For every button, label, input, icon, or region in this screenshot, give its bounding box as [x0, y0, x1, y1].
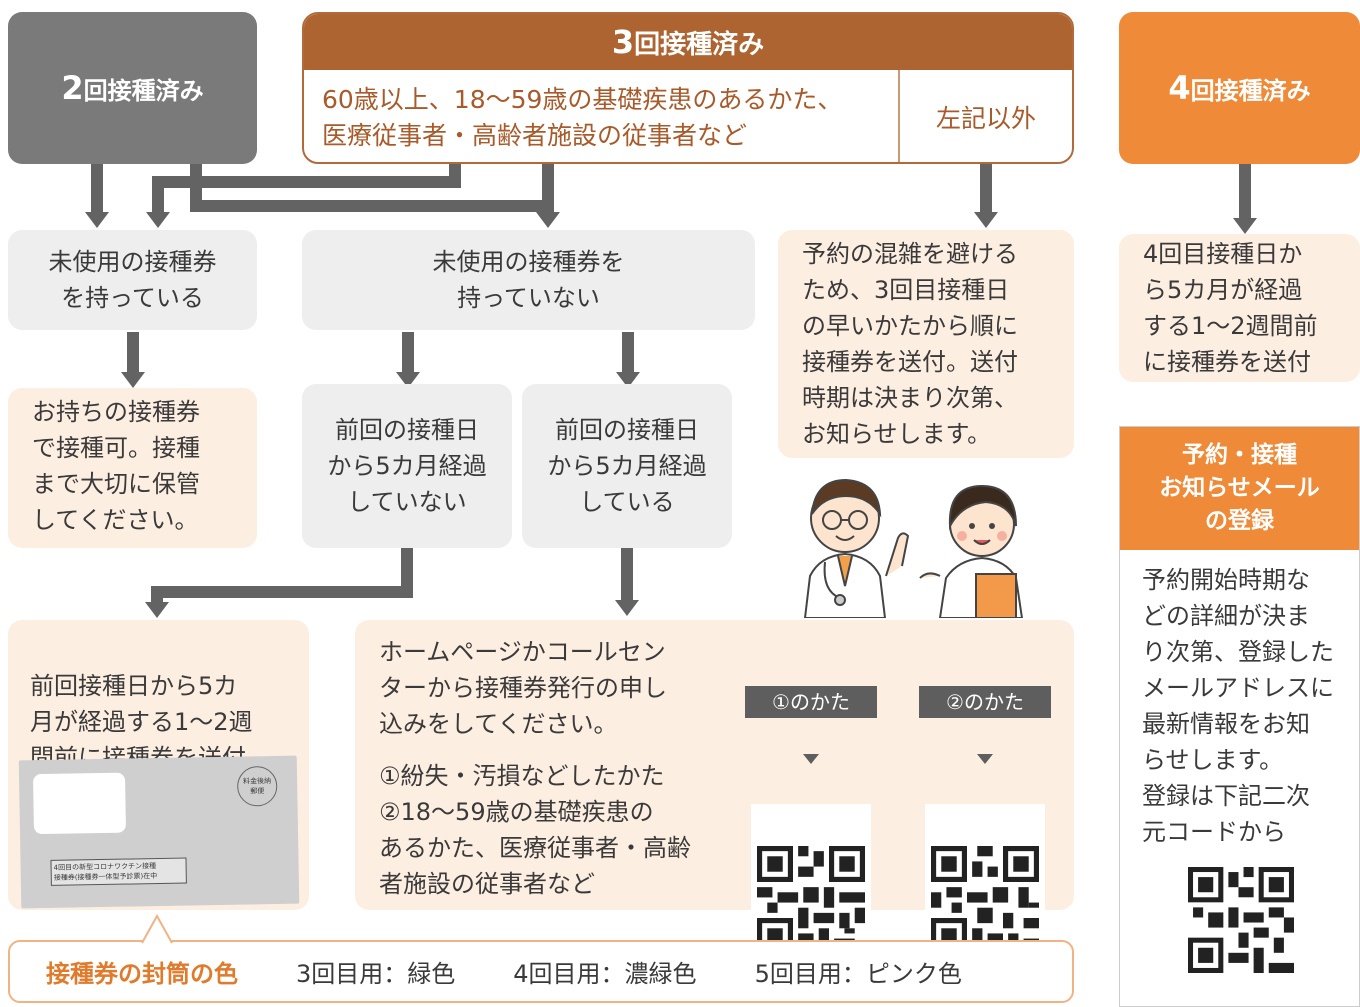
- use-ticket-box: お持ちの接種券 で接種可。接種 まで大切に保管 してください。: [8, 388, 257, 548]
- dose3-number: 3: [611, 23, 635, 61]
- apply-box: ホームページかコールセン ターから接種券発行の申し 込みをしてください。 ①紛失…: [355, 620, 1074, 954]
- envelope-notice: 4回目の新型コロナワクチン接種 接種券(接種券一体型予診票)在中: [50, 857, 187, 886]
- dose3-label: 回接種済み: [634, 29, 765, 60]
- passed-box: 前回の接種日 から5カ月経過 している: [522, 384, 732, 548]
- staff-illustration: [803, 478, 1024, 618]
- register-panel: 予約・接種 お知らせメール の登録 予約開始時期な どの詳細が決ま り次第、登録…: [1119, 426, 1360, 1007]
- qr-code-1[interactable]: [751, 804, 871, 954]
- envelope-image: 料金後納 郵便 4回目の新型コロナワクチン接種 接種券(接種券一体型予診票)在中: [18, 755, 300, 909]
- legend-title: 接種券の封筒の色: [46, 960, 238, 988]
- register-title: 予約・接種 お知らせメール の登録: [1120, 427, 1359, 550]
- not-passed-box: 前回の接種日 から5カ月経過 していない: [302, 384, 512, 548]
- has-ticket-box: 未使用の接種券 を持っている: [8, 230, 257, 330]
- dose4-number: 4: [1168, 69, 1191, 107]
- qr-group-1: ①のかた: [745, 650, 877, 960]
- legend-callout-notch: [141, 914, 173, 944]
- envelope-color-legend: 接種券の封筒の色 3回目用：緑色 4回目用：濃緑色 5回目用：ピンク色: [8, 940, 1074, 1003]
- legend-item-4th: 4回目用：濃緑色: [513, 960, 697, 988]
- postage-stamp: 料金後納 郵便: [236, 765, 278, 807]
- dose4-info-box: 4回目接種日か ら5カ月が経過 する1〜2週間前 に接種券を送付: [1119, 234, 1360, 382]
- qr-pattern-2: [931, 846, 1039, 954]
- qr-pattern-1: [757, 846, 865, 954]
- qr1-pointer: [803, 754, 819, 764]
- dose2-label: 回接種済み: [83, 76, 204, 105]
- legend-item-3rd: 3回目用：緑色: [296, 960, 456, 988]
- dose3-groups: 60歳以上、18〜59歳の基礎疾患のあるかた、 医療従事者・高齢者施設の従事者な…: [304, 70, 1072, 162]
- apply-cases-text: ①紛失・汚損などしたかた ②18〜59歳の基礎疾患の あるかた、医療従事者・高齢…: [379, 762, 691, 898]
- qr-code-register[interactable]: [1182, 861, 1300, 979]
- qr1-label: ①のかた: [745, 686, 877, 718]
- qr-group-2: ②のかた: [919, 650, 1051, 960]
- register-body: 予約開始時期な どの詳細が決ま り次第、登録した メールアドレスに 最新情報をお…: [1142, 566, 1334, 846]
- dose3-group-priority: 60歳以上、18〜59歳の基礎疾患のあるかた、 医療従事者・高齢者施設の従事者な…: [322, 85, 843, 150]
- others-info-box: 予約の混雑を避ける ため、3回目接種日 の早いかたから順に 接種券を送付。送付 …: [778, 230, 1074, 458]
- apply-main-text: ホームページかコールセン ターから接種券発行の申し 込みをしてください。: [379, 638, 667, 738]
- dose4-label: 回接種済み: [1190, 76, 1311, 105]
- no-ticket-box: 未使用の接種券を 持っていない: [302, 230, 755, 330]
- envelope-window: [32, 772, 127, 835]
- dose2-number: 2: [61, 69, 84, 107]
- qr-pattern-register: [1188, 867, 1294, 973]
- dose3-group-others: 左記以外: [898, 70, 1072, 162]
- legend-item-5th: 5回目用：ピンク色: [754, 960, 962, 988]
- qr2-label: ②のかた: [919, 686, 1051, 718]
- qr-code-2[interactable]: [925, 804, 1045, 954]
- qr2-pointer: [977, 754, 993, 764]
